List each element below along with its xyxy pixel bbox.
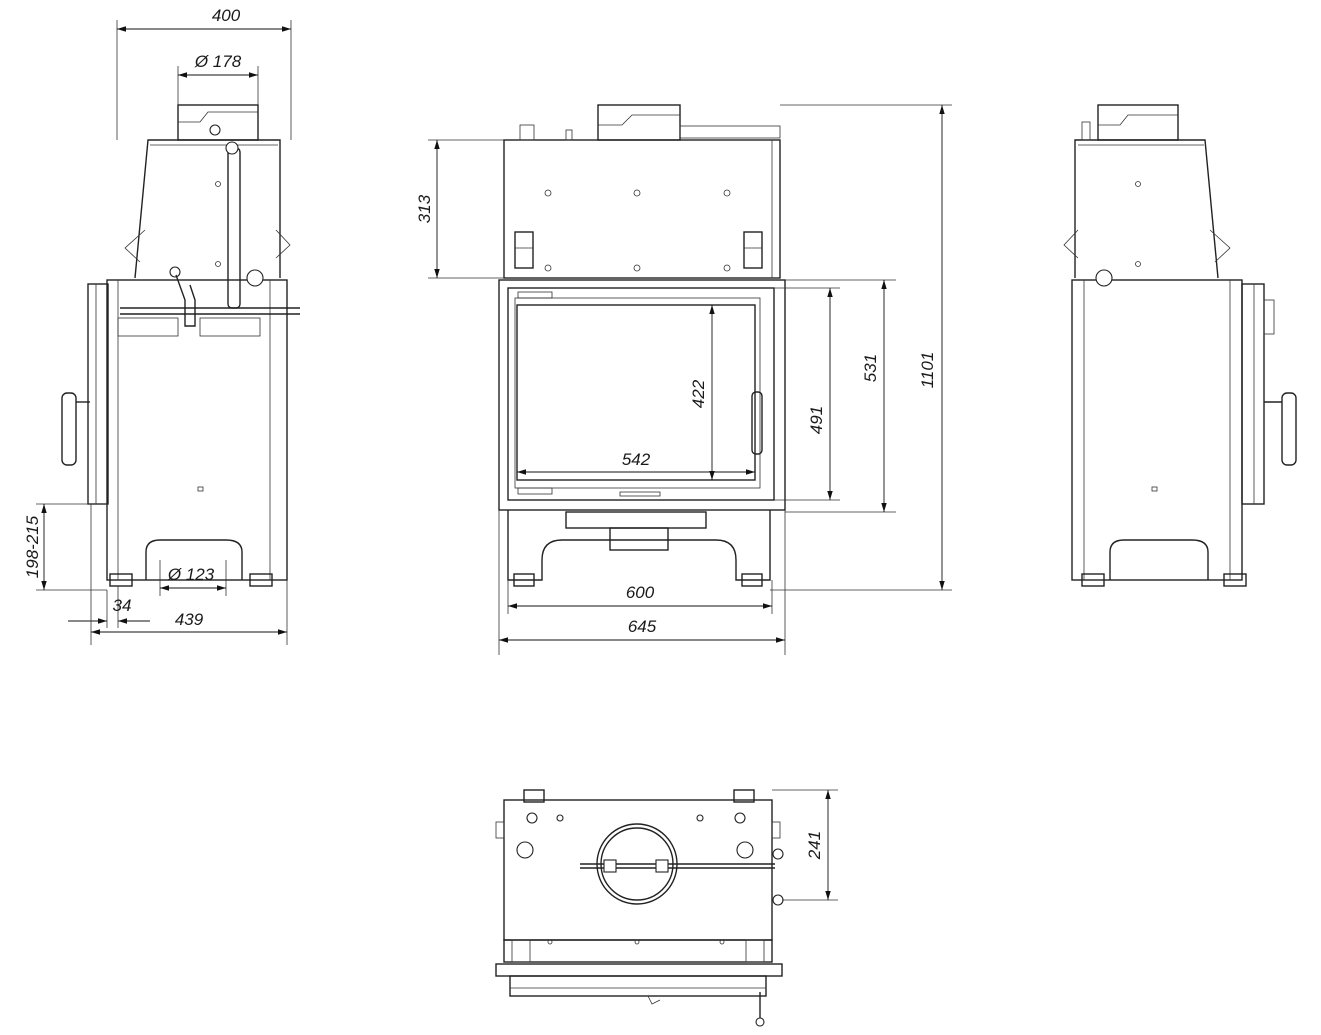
dim-flue-diameter: Ø 178	[194, 52, 242, 71]
dim-opening-height: 491	[807, 406, 826, 434]
dim-front-total-width: 645	[628, 617, 657, 636]
top-view	[495, 789, 800, 1027]
side-view-right	[1063, 104, 1297, 587]
left-view-dimensions: 400 Ø 178 198-215 Ø 123 34 439	[23, 6, 292, 645]
top-view-dimensions: 241	[772, 789, 838, 901]
dim-air-inlet-diameter: Ø 123	[167, 565, 215, 584]
dim-door-height: 531	[861, 354, 880, 382]
dim-total-height: 1101	[918, 352, 937, 389]
dim-leg-height: 198-215	[23, 515, 42, 578]
front-view-dimensions: 313 1101 531 491 422 542 600 645	[415, 104, 952, 655]
dim-foot-offset: 34	[113, 596, 132, 615]
dim-glass-width: 542	[622, 450, 651, 469]
dim-top-section-height: 313	[415, 194, 434, 223]
dim-glass-height: 422	[689, 379, 708, 408]
dim-side-width: 400	[212, 6, 241, 25]
side-view-left	[61, 104, 300, 587]
dim-side-depth: 439	[175, 610, 204, 629]
front-view	[498, 104, 786, 587]
dim-top-view-depth: 241	[805, 831, 824, 860]
dim-front-inner-width: 600	[626, 583, 655, 602]
